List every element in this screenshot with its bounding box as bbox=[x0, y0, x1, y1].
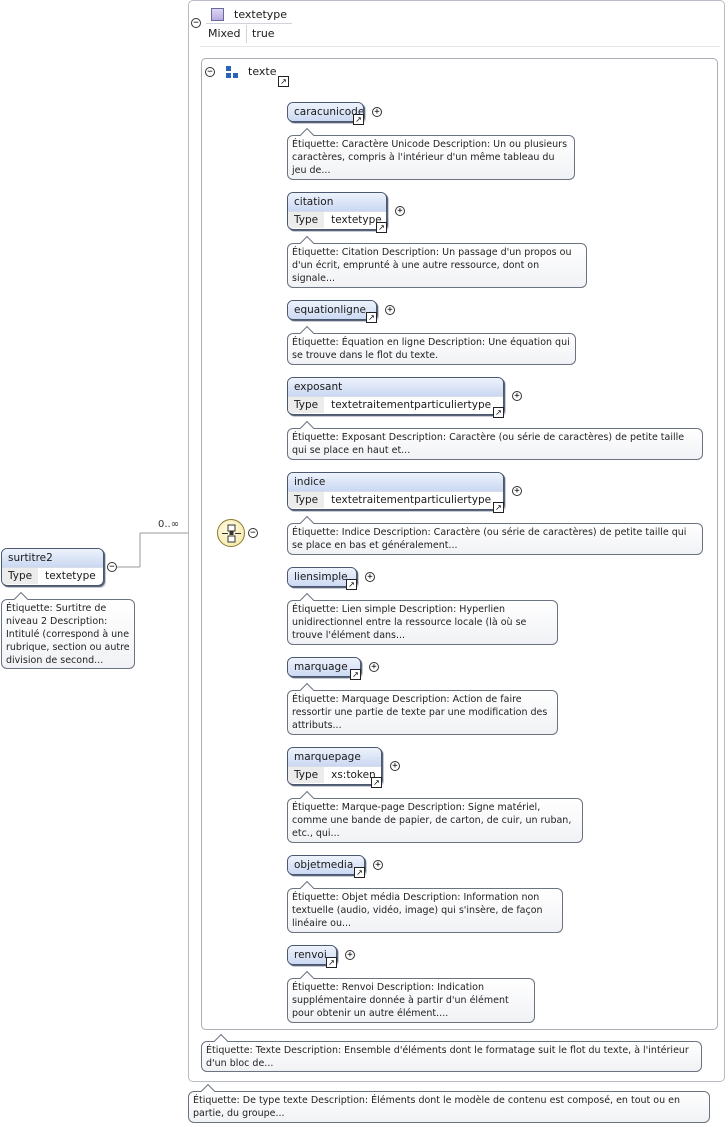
element-name: liensimple bbox=[288, 568, 356, 586]
expand-toggle-indice[interactable]: + bbox=[512, 486, 522, 496]
element-marquage[interactable]: marquage bbox=[287, 657, 361, 677]
element-surtitre2[interactable]: surtitre2 Type textetype bbox=[1, 548, 104, 586]
attribute-value-mixed: true bbox=[252, 27, 275, 40]
element-name: exposant bbox=[288, 378, 503, 396]
element-objetmedia[interactable]: objetmedia bbox=[287, 855, 365, 875]
link-arrow-icon[interactable]: ↗ bbox=[350, 669, 361, 680]
link-arrow-icon[interactable]: ↗ bbox=[353, 114, 364, 125]
collapse-toggle-surtitre2[interactable]: − bbox=[107, 562, 117, 572]
element-name: marquepage bbox=[288, 748, 381, 766]
element-name: equationligne bbox=[288, 301, 376, 319]
type-divider bbox=[206, 23, 292, 24]
annotation-liensimple: Étiquette: Lien simple Description: Hype… bbox=[287, 600, 558, 645]
expand-toggle-renvoi[interactable]: + bbox=[345, 950, 355, 960]
collapse-toggle-textetype[interactable]: − bbox=[191, 18, 201, 28]
link-arrow-icon[interactable]: ↗ bbox=[366, 312, 377, 323]
link-arrow-icon[interactable]: ↗ bbox=[376, 222, 387, 233]
expand-toggle-citation[interactable]: + bbox=[395, 206, 405, 216]
annotation-marquepage: Étiquette: Marque-page Description: Sign… bbox=[287, 798, 583, 843]
type-value: xs:token bbox=[325, 767, 381, 783]
attribute-key-mixed: Mixed bbox=[208, 27, 241, 40]
element-name: indice bbox=[288, 473, 503, 491]
element-name: objetmedia bbox=[288, 856, 364, 874]
annotation-indice: Étiquette: Indice Description: Caractère… bbox=[287, 523, 703, 555]
expand-toggle-marquepage[interactable]: + bbox=[390, 761, 400, 771]
attribute-rule bbox=[200, 46, 720, 47]
annotation-citation: Étiquette: Citation Description: Un pass… bbox=[287, 243, 587, 288]
choice-compositor[interactable] bbox=[217, 519, 245, 547]
group-icon bbox=[224, 65, 238, 79]
expand-toggle-marquage[interactable]: + bbox=[369, 662, 379, 672]
annotation-textetype: Étiquette: De type texte Description: Él… bbox=[188, 1091, 710, 1123]
type-label: Type bbox=[288, 492, 326, 508]
link-arrow-icon[interactable]: ↗ bbox=[493, 407, 504, 418]
collapse-toggle-choice[interactable]: − bbox=[248, 528, 258, 538]
expand-toggle-equationligne[interactable]: + bbox=[385, 305, 395, 315]
element-name: marquage bbox=[288, 658, 360, 676]
annotation-objetmedia: Étiquette: Objet média Description: Info… bbox=[287, 888, 563, 933]
expand-toggle-caracunicode[interactable]: + bbox=[372, 107, 382, 117]
element-equationligne[interactable]: equationligne bbox=[287, 300, 377, 320]
expand-toggle-objetmedia[interactable]: + bbox=[373, 860, 383, 870]
annotation-marquage: Étiquette: Marquage Description: Action … bbox=[287, 690, 558, 735]
link-arrow-icon[interactable]: ↗ bbox=[278, 76, 289, 87]
element-name: caracunicode bbox=[288, 103, 363, 121]
expand-toggle-exposant[interactable]: + bbox=[512, 391, 522, 401]
element-renvoi[interactable]: renvoi bbox=[287, 945, 337, 965]
annotation-texte: Étiquette: Texte Description: Ensemble d… bbox=[201, 1041, 702, 1072]
annotation-exposant: Étiquette: Exposant Description: Caractè… bbox=[287, 428, 703, 460]
type-value: textetype bbox=[325, 212, 386, 228]
annotation-renvoi: Étiquette: Renvoi Description: Indicatio… bbox=[287, 978, 535, 1023]
complex-type-icon bbox=[211, 8, 224, 21]
group-name-texte: texte bbox=[248, 65, 277, 78]
element-caracunicode[interactable]: caracunicode bbox=[287, 102, 364, 122]
element-name: citation bbox=[288, 193, 386, 211]
annotation-caracunicode: Étiquette: Caractère Unicode Description… bbox=[287, 135, 575, 180]
element-name: surtitre2 bbox=[2, 549, 103, 567]
type-label: Type bbox=[288, 767, 326, 783]
link-arrow-icon[interactable]: ↗ bbox=[326, 957, 337, 968]
type-name-textetype: textetype bbox=[234, 8, 288, 21]
link-arrow-icon[interactable]: ↗ bbox=[371, 777, 382, 788]
annotation-equationligne: Étiquette: Équation en ligne Description… bbox=[287, 333, 576, 365]
element-liensimple[interactable]: liensimple bbox=[287, 567, 357, 587]
occurrence-label: 0..∞ bbox=[158, 519, 180, 530]
attribute-separator bbox=[246, 25, 247, 43]
annotation-surtitre2: Étiquette: Surtitre de niveau 2 Descript… bbox=[1, 599, 135, 669]
link-arrow-icon[interactable]: ↗ bbox=[346, 579, 357, 590]
type-label: Type bbox=[288, 397, 326, 413]
expand-toggle-liensimple[interactable]: + bbox=[365, 572, 375, 582]
choice-icon bbox=[222, 524, 241, 543]
type-value: textetraitementparticuliertype bbox=[325, 397, 498, 413]
type-value: textetraitementparticuliertype bbox=[325, 492, 498, 508]
link-arrow-icon[interactable]: ↗ bbox=[493, 502, 504, 513]
type-label: Type bbox=[288, 212, 326, 228]
element-name: renvoi bbox=[288, 946, 336, 964]
type-label: Type bbox=[2, 568, 40, 584]
collapse-toggle-texte[interactable]: − bbox=[205, 67, 215, 77]
link-arrow-icon[interactable]: ↗ bbox=[354, 867, 365, 878]
type-value: textetype bbox=[39, 568, 102, 584]
